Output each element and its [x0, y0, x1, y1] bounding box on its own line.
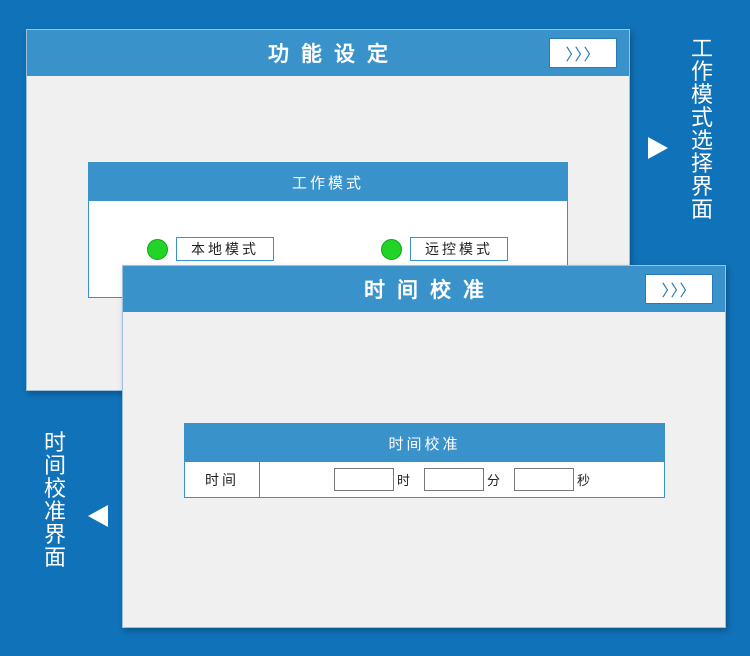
work-mode-screen-caption: 工作模式选择界面: [690, 37, 713, 223]
hour-input[interactable]: [333, 468, 394, 491]
time-calibration-screen: 时间校准 〉〉〉 时间校准 时间 时 分 秒: [122, 265, 726, 628]
second-unit-label: 秒: [577, 474, 591, 489]
function-settings-header: 功能设定: [27, 30, 629, 76]
next-page-button[interactable]: 〉〉〉: [549, 38, 617, 68]
minute-input[interactable]: [423, 468, 484, 491]
arrow-right-icon: [648, 137, 668, 159]
local-mode-button[interactable]: 本地模式: [176, 237, 274, 261]
hour-unit-label: 时: [396, 474, 410, 489]
local-mode-indicator-icon: [147, 238, 168, 260]
time-row: 时间 时 分 秒: [185, 462, 664, 497]
remote-mode-button[interactable]: 远控模式: [410, 237, 508, 261]
time-calibration-title: 时间校准: [364, 278, 496, 302]
work-mode-title: 工作模式: [291, 173, 364, 192]
remote-mode-indicator-icon: [381, 238, 402, 260]
remote-mode-item[interactable]: 远控模式: [381, 237, 508, 261]
second-input[interactable]: [514, 468, 574, 491]
time-calibration-panel: 时间校准 时间 时 分 秒: [184, 423, 665, 498]
local-mode-item[interactable]: 本地模式: [147, 237, 274, 261]
time-panel-header: 时间校准: [185, 424, 664, 462]
time-panel-title: 时间校准: [388, 434, 461, 453]
function-settings-title: 功能设定: [268, 42, 400, 66]
time-calibration-header: 时间校准: [123, 266, 725, 312]
next-page-button[interactable]: 〉〉〉: [645, 274, 713, 304]
arrow-left-icon: [88, 505, 108, 527]
time-row-label: 时间: [185, 462, 260, 497]
work-mode-panel-header: 工作模式: [89, 163, 567, 201]
minute-unit-label: 分: [486, 474, 500, 489]
time-inputs: 时 分 秒: [260, 468, 664, 491]
time-calibration-screen-caption: 时间校准界面: [43, 431, 66, 571]
